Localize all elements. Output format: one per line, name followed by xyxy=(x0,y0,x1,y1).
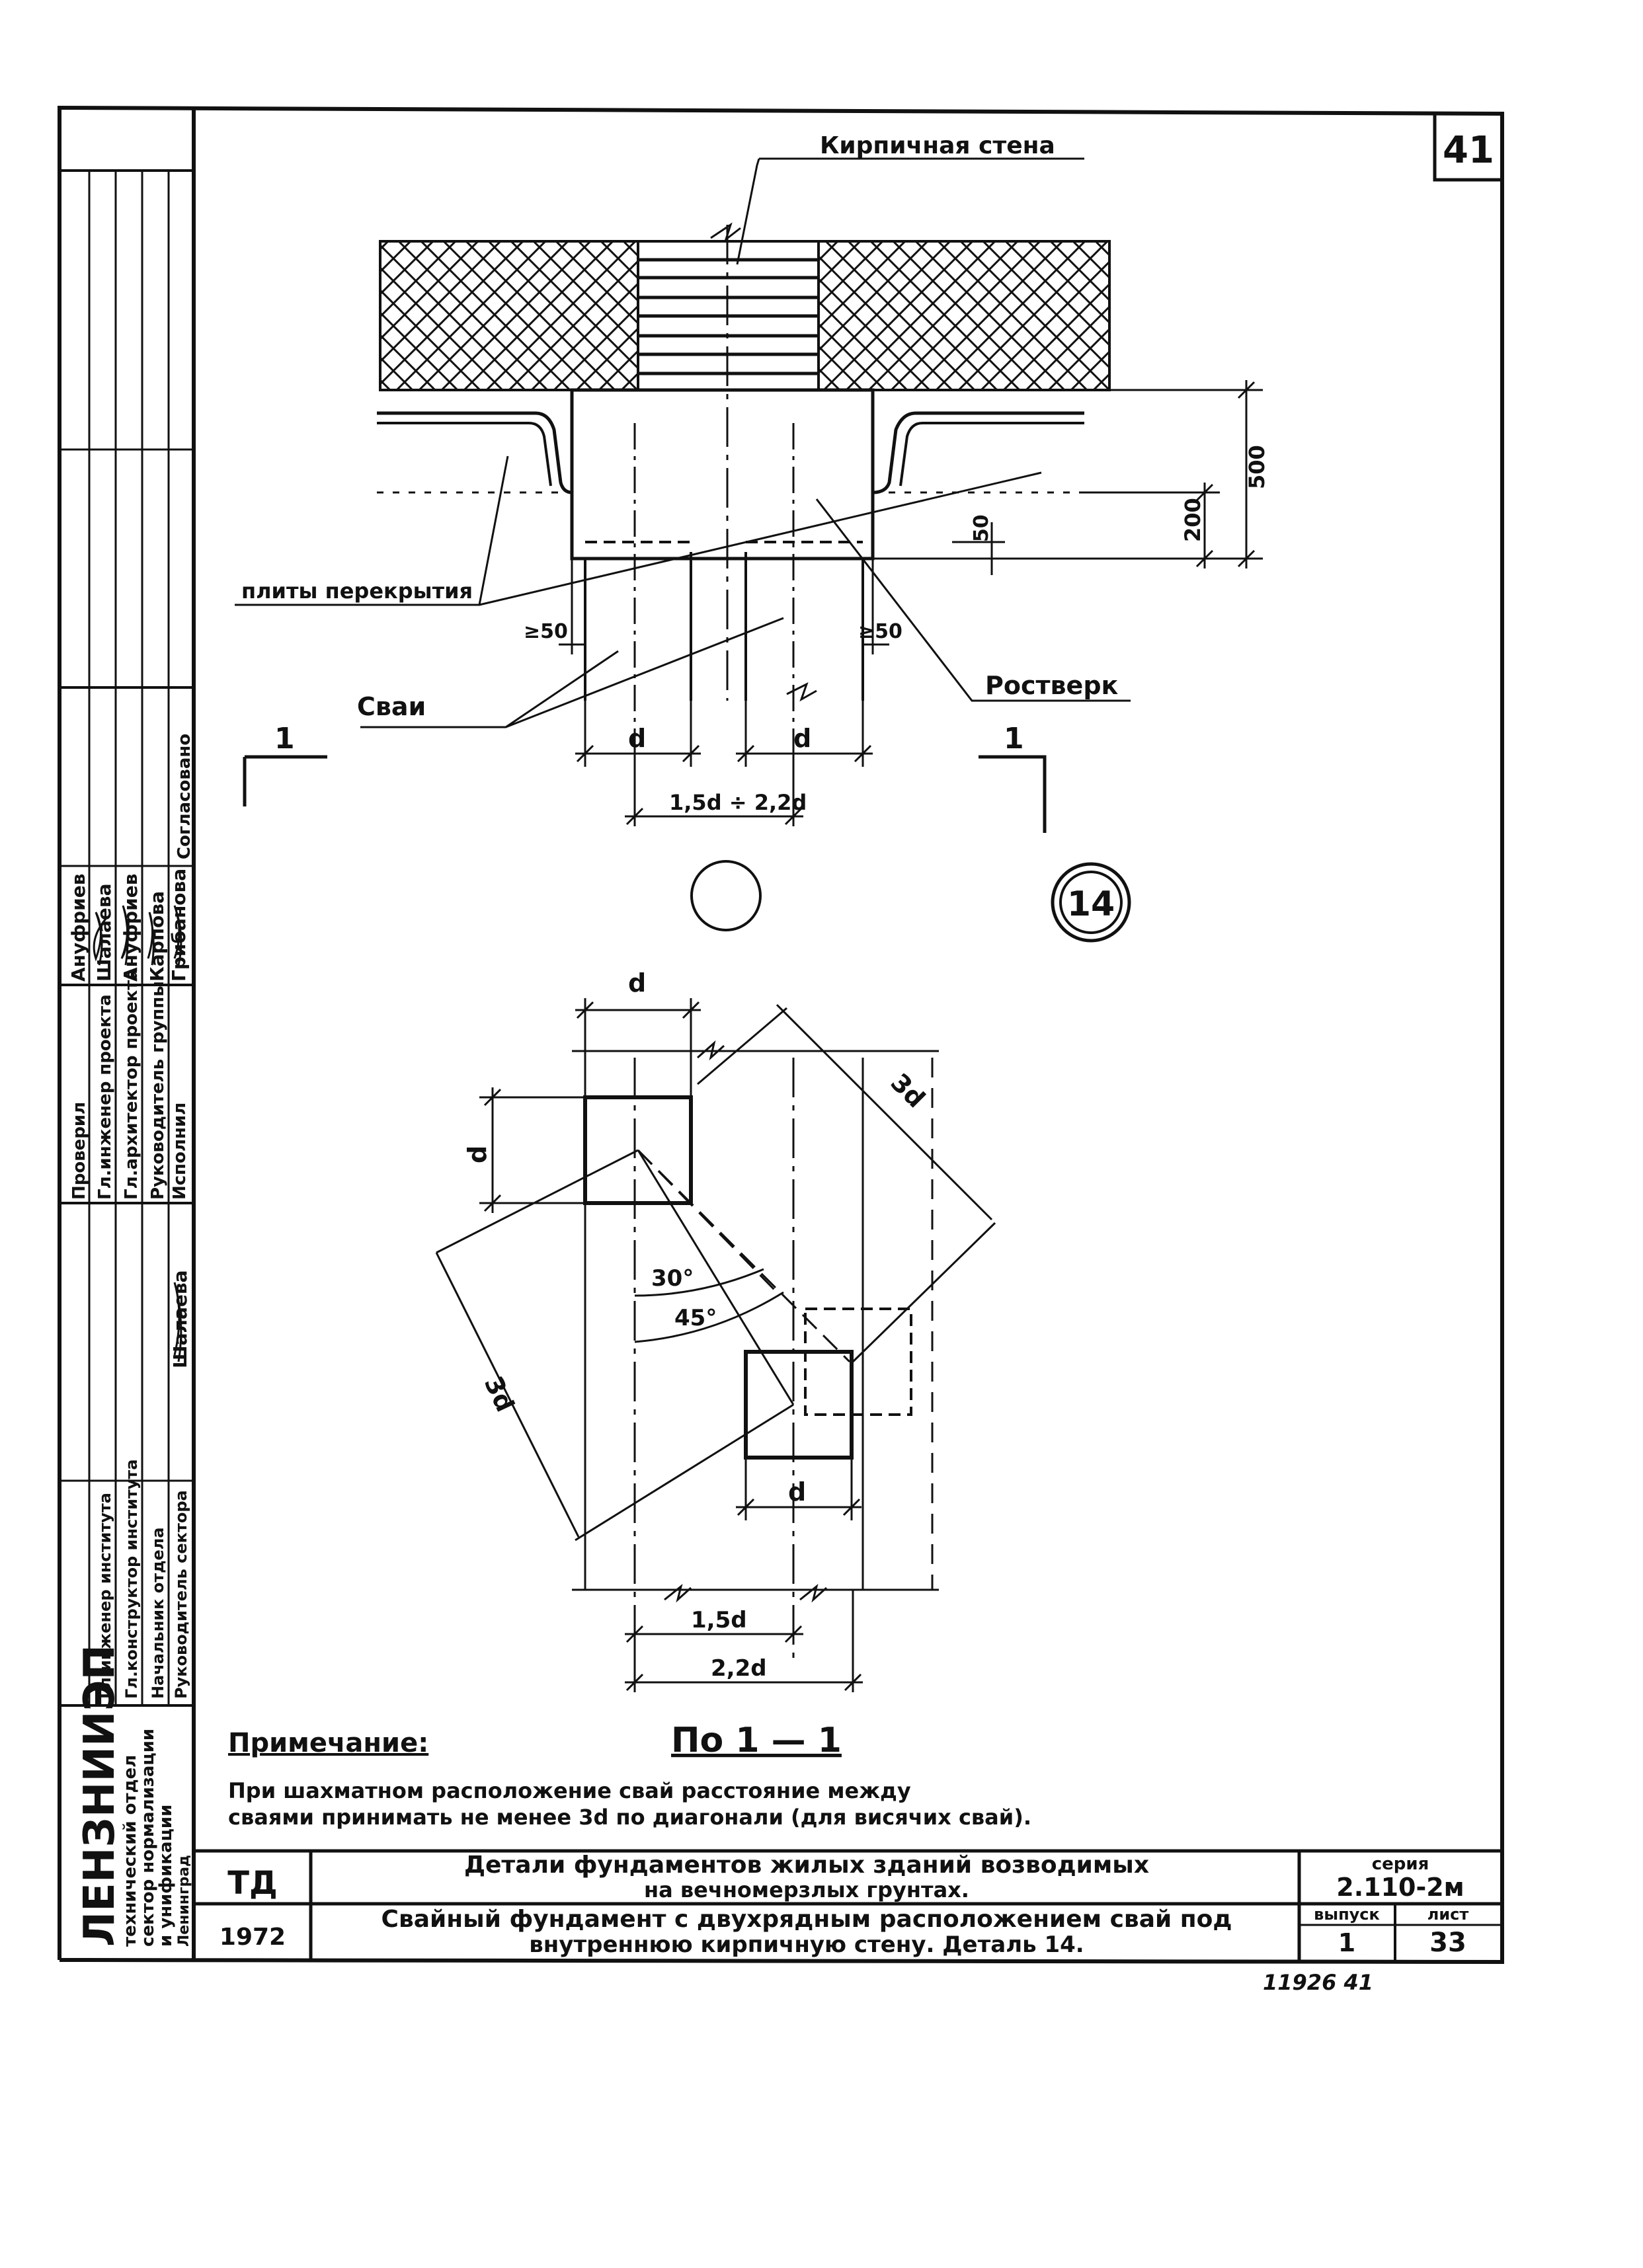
org-unification: и унификации xyxy=(156,1805,176,1947)
plan-dim-d-top: d xyxy=(628,968,646,997)
section-mark-left: 1 xyxy=(274,722,295,756)
dim-200: 200 xyxy=(1180,498,1205,542)
signatures xyxy=(93,905,182,1362)
org-dept: технический отдел xyxy=(120,1755,140,1947)
tb-year: 1972 xyxy=(220,1924,286,1951)
stamp-role-1: Гл.инженер проекта xyxy=(95,994,115,1200)
sheet-frame xyxy=(58,106,1505,1964)
section-view xyxy=(235,157,1263,943)
plan-dim-d-bottom: d xyxy=(788,1477,806,1506)
side-stamp xyxy=(60,169,194,1707)
dim-min50-right: ≥50 xyxy=(858,620,902,643)
dim-50: 50 xyxy=(970,514,993,542)
section-title: По 1 — 1 xyxy=(671,1721,842,1760)
pile-top xyxy=(583,1095,693,1205)
detail-number: 14 xyxy=(1067,884,1115,924)
note-line-1: При шахматном расположение свай расстоян… xyxy=(228,1778,911,1803)
tb-sheet-value: 33 xyxy=(1429,1928,1466,1958)
stamp-role-5: Проверил xyxy=(69,1102,89,1200)
org-name: ЛЕНЗНИИЭП xyxy=(75,1645,124,1947)
tb-issue-label: выпуск xyxy=(1314,1905,1380,1924)
plan-dim-3d-right: 3d xyxy=(885,1068,931,1113)
tb-sheet-label: лист xyxy=(1427,1905,1469,1924)
stamp-name-3: Карпова xyxy=(146,891,168,982)
plan-angle-30: 30° xyxy=(651,1265,694,1292)
dim-d-left: d xyxy=(628,724,646,753)
stamp-role-4: Исполнил xyxy=(170,1103,190,1200)
tb-archive-number: 11926 41 xyxy=(1263,1970,1373,1995)
stamp-name-5: Ануфриев xyxy=(67,874,89,982)
stamp-role2-1: Гл.инженер института xyxy=(96,1493,114,1699)
tb-series-value: 2.110-2м xyxy=(1336,1873,1464,1902)
detail-circle-inner xyxy=(1059,871,1123,934)
note-line-2: сваями принимать не менее 3d по диагонал… xyxy=(228,1805,1031,1830)
tb-subtitle-2: внутреннюю кирпичную стену. Деталь 14. xyxy=(529,1932,1084,1958)
label-pile-cap: Ростверк xyxy=(985,671,1119,700)
plan-angle-45: 45° xyxy=(674,1305,717,1331)
pile-dashed xyxy=(804,1308,912,1416)
section-mark-right: 1 xyxy=(1004,722,1024,756)
pile-bottom xyxy=(744,1350,854,1460)
plan-dim-1-5d: 1,5d xyxy=(691,1607,747,1633)
hatch-left xyxy=(379,240,639,391)
hatch-right xyxy=(817,240,1111,391)
stamp-role-2: Гл.архитектор проекта xyxy=(122,968,141,1200)
dim-d-right: d xyxy=(793,724,811,753)
stamp-name-2: Ануфриев xyxy=(120,874,141,982)
detail-circle-outer xyxy=(1051,862,1131,943)
plan-dim-2-2d: 2,2d xyxy=(711,1655,767,1682)
org-city: Ленинград xyxy=(176,1855,192,1947)
tb-series-label: серия xyxy=(1372,1854,1429,1874)
tb-issue-value: 1 xyxy=(1338,1928,1355,1957)
label-brick-wall: Кирпичная стена xyxy=(820,132,1055,159)
section-circle xyxy=(690,860,762,931)
stamp-role2-3: Начальник отдела xyxy=(149,1527,167,1699)
tb-code: ТД xyxy=(227,1865,278,1902)
title-block xyxy=(194,1849,1502,1960)
tb-title-1: Детали фундаментов жилых зданий возводим… xyxy=(464,1852,1149,1879)
plan-view xyxy=(435,998,996,1692)
stamp-role2-4: Руководитель сектора xyxy=(172,1490,190,1699)
pile-cap xyxy=(570,388,875,561)
stamp-role2-2: Гл.конструктор института xyxy=(122,1459,141,1699)
dim-min50-left: ≥50 xyxy=(524,620,568,643)
label-floor-slabs: плиты перекрытия xyxy=(241,578,473,604)
tb-title-2: на вечномерзлых грунтах. xyxy=(644,1877,969,1902)
plan-dim-d-left: d xyxy=(463,1146,492,1163)
sheet-number: 41 xyxy=(1443,129,1494,172)
stamp-approval: Согласовано xyxy=(175,734,194,859)
note-heading: Примечание: xyxy=(228,1728,428,1758)
label-piles: Сваи xyxy=(357,692,426,721)
org-sector: сектор нормализации xyxy=(138,1729,158,1947)
dim-spacing: 1,5d ÷ 2,2d xyxy=(669,790,807,815)
stamp-role-3: Руководитель группы xyxy=(148,981,168,1200)
sheet-number-box xyxy=(1433,112,1504,182)
dim-500: 500 xyxy=(1244,445,1269,489)
tb-subtitle-1: Свайный фундамент с двухрядным расположе… xyxy=(381,1906,1232,1933)
